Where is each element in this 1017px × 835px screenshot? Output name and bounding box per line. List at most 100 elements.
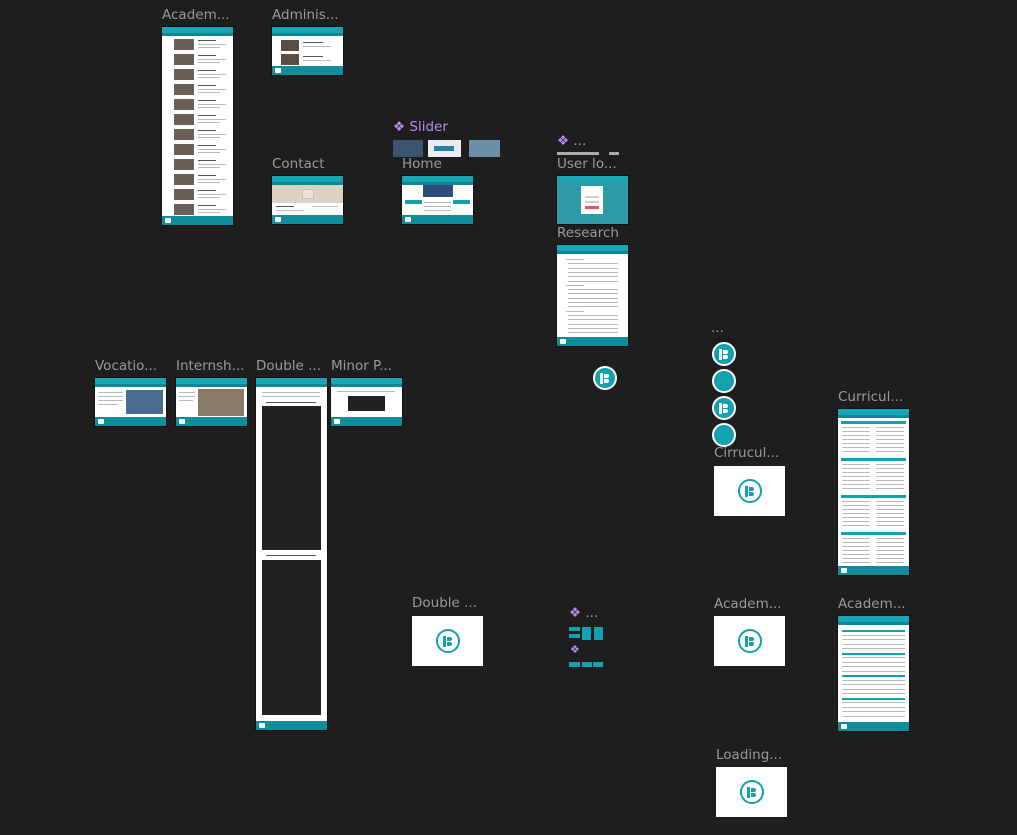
academics-row [842, 702, 905, 703]
curriculum-row [876, 431, 904, 432]
frame-label-vocational[interactable]: Vocatio... [95, 358, 158, 374]
frame-double-major[interactable] [256, 378, 327, 730]
footer-bar [95, 417, 166, 426]
curriculum-row [842, 550, 870, 551]
frame-minor-program[interactable] [331, 378, 402, 426]
frame-label-double-major[interactable]: Double ... [256, 358, 322, 374]
frame-research[interactable] [557, 245, 628, 346]
component-tab[interactable] [593, 662, 603, 667]
group-label-logos[interactable]: ... [711, 320, 724, 336]
component-label-slider[interactable]: ❖ Slider [393, 119, 448, 135]
college-logo-icon[interactable] [593, 366, 617, 390]
frame-label-academics-card[interactable]: Academ... [714, 596, 782, 612]
frame-label-home[interactable]: Home [402, 156, 442, 172]
curriculum-table-header [841, 495, 906, 498]
academics-row [842, 652, 905, 655]
course-title [198, 160, 216, 161]
curriculum-row [842, 538, 870, 539]
slider-image-2[interactable] [428, 140, 461, 157]
college-logo-icon[interactable] [712, 423, 736, 447]
college-logo-icon[interactable] [712, 369, 736, 393]
slider-image-1[interactable] [393, 140, 423, 157]
course-desc [198, 47, 220, 48]
frame-academics-table[interactable] [838, 616, 909, 731]
research-line [568, 306, 618, 308]
curriculum-row [876, 427, 904, 428]
curriculum-row [876, 472, 904, 473]
frame-loading[interactable] [716, 767, 787, 817]
frame-internship[interactable] [176, 378, 247, 426]
map-marker [302, 189, 314, 199]
course-thumbnail [174, 69, 194, 80]
component-tab[interactable] [582, 662, 592, 667]
component-label-top[interactable]: ❖ ... [557, 133, 587, 149]
research-line [566, 310, 584, 312]
frame-administration[interactable] [272, 27, 343, 75]
research-line [566, 284, 584, 286]
research-line [568, 319, 618, 321]
frame-label-internship[interactable]: Internsh... [176, 358, 245, 374]
curriculum-row [876, 480, 904, 481]
frame-label-academics[interactable]: Academ... [162, 7, 230, 23]
frame-label-loading[interactable]: Loading... [716, 747, 783, 763]
academics-row [842, 706, 905, 708]
admin-photo [281, 40, 299, 51]
frame-academics-card[interactable] [714, 616, 785, 666]
frame-double-card[interactable] [412, 616, 483, 666]
component-tab[interactable] [594, 627, 603, 640]
course-title [198, 130, 216, 131]
frame-label-academics-table[interactable]: Academ... [838, 596, 906, 612]
footer-bar [331, 417, 402, 426]
curriculum-row [876, 443, 904, 444]
component-tab[interactable] [582, 627, 591, 640]
frame-label-administration[interactable]: Adminis... [272, 7, 339, 23]
frame-curriculum[interactable] [838, 409, 909, 575]
minor-text [337, 391, 395, 392]
header-bar [331, 378, 402, 387]
frame-label-minor-program[interactable]: Minor P... [331, 358, 392, 374]
curriculum-row [842, 427, 870, 428]
curriculum-row [876, 538, 904, 539]
course-desc [198, 137, 220, 138]
college-logo-icon[interactable] [712, 342, 736, 366]
curriculum-row [876, 521, 904, 522]
footer-bar [272, 66, 343, 75]
curriculum-row [842, 505, 870, 506]
frame-home[interactable] [402, 176, 473, 224]
frame-label-research[interactable]: Research [557, 225, 619, 241]
research-line [568, 293, 618, 295]
course-desc [198, 197, 220, 198]
frame-label-contact[interactable]: Contact [272, 156, 325, 172]
course-title [198, 205, 216, 206]
frame-academics-list[interactable] [162, 27, 233, 225]
frame-label-curriculum[interactable]: Curricul... [838, 389, 904, 405]
college-logo-icon[interactable] [712, 396, 736, 420]
academics-row [842, 693, 905, 694]
frame-label-user-login[interactable]: User lo... [557, 156, 617, 172]
frame-label-cirruculum[interactable]: Cirrucul... [714, 445, 780, 461]
academics-row [842, 711, 905, 712]
academics-row [842, 675, 905, 677]
academics-row [842, 715, 905, 717]
course-desc [198, 107, 220, 108]
component-tab[interactable] [569, 627, 580, 631]
curriculum-row [842, 480, 870, 481]
frame-contact[interactable] [272, 176, 343, 224]
course-thumbnail [174, 129, 194, 140]
component-tab[interactable] [569, 634, 580, 638]
curriculum-row [842, 435, 870, 436]
frame-user-login[interactable] [557, 176, 628, 224]
curriculum-row [876, 476, 904, 477]
course-thumbnail [174, 189, 194, 200]
frame-label-double-card[interactable]: Double ... [412, 595, 478, 611]
course-thumbnail [174, 114, 194, 125]
curriculum-row [876, 554, 904, 555]
research-line [566, 259, 584, 260]
frame-vocational[interactable] [95, 378, 166, 426]
slider-image-3[interactable] [469, 140, 500, 157]
component-label-bottom[interactable]: ❖ ... [569, 605, 599, 621]
research-line [568, 271, 618, 273]
course-title [198, 190, 216, 191]
frame-cirruculum[interactable] [714, 466, 785, 516]
component-tab[interactable] [569, 662, 580, 667]
